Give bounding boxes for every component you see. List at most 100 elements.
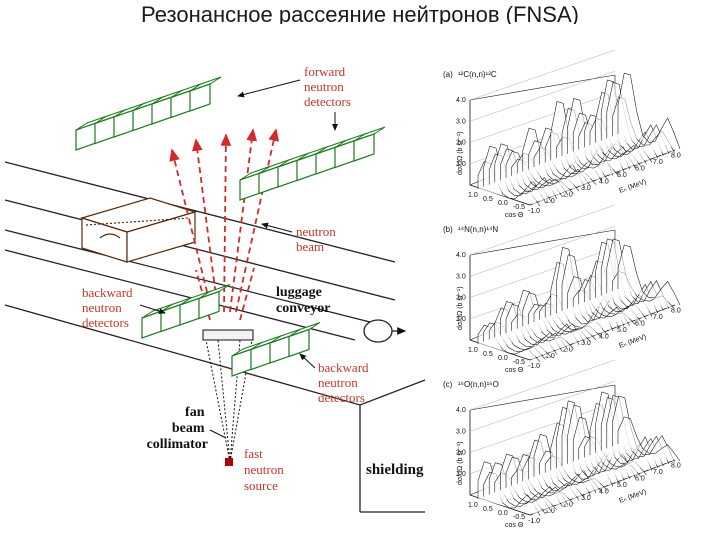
cos-tick-label: 0.5	[483, 351, 493, 358]
x-axis-label: cos Θ	[505, 367, 524, 374]
energy-tick-label: 8.0	[671, 463, 681, 470]
energy-tick-label: 8.0	[671, 153, 681, 160]
forward-detector-row-upper	[75, 76, 222, 151]
cos-tick-label: 0.0	[498, 510, 508, 517]
label-fast-neutron-source: fast neutron source	[244, 446, 287, 493]
label-luggage-conveyor: luggage conveyor	[276, 285, 330, 316]
plot-panel: (b) ¹⁴N(n,n)¹⁴N 1.0 2.0 3.0 4.0 dσ/dΩ (b sr⁻¹)…	[443, 204, 681, 374]
energy-tick-label: 4.0	[599, 489, 609, 496]
energy-tick-label: 3.0	[581, 185, 591, 192]
label-pointers	[139, 79, 338, 439]
cross-section-trace	[516, 289, 580, 346]
energy-tick-label: 8.0	[671, 308, 681, 315]
surface-traces	[477, 72, 681, 207]
backward-detector-row-left	[141, 284, 231, 339]
forward-detector-row-lower	[239, 126, 386, 201]
cos-tick-label: 1.0	[468, 192, 478, 199]
plot-reaction-label: ¹²C(n,n)¹²C	[458, 70, 497, 79]
cos-tick-label: -0.5	[513, 359, 525, 366]
z-tick-label: 2.0	[456, 140, 466, 147]
plot-panel-label: (a)	[443, 70, 453, 79]
floor-platform	[4, 161, 426, 513]
energy-tick-label: 5.0	[617, 482, 627, 489]
plot-panel-label: (c)	[443, 380, 453, 389]
energy-tick-label: 6.0	[635, 476, 645, 483]
cos-tick-label: -1.0	[528, 363, 540, 370]
detector-arrays	[75, 76, 386, 377]
z-tick-label: 2.0	[456, 295, 466, 302]
y-axis-label: Eₙ (MeV)	[618, 334, 647, 350]
cross-section-trace	[533, 434, 597, 494]
energy-tick-label: 7.0	[653, 314, 663, 321]
neutron-source	[225, 458, 233, 466]
cross-section-trace	[617, 244, 681, 306]
z-tick-label: 3.0	[456, 118, 466, 125]
detector-cube	[198, 290, 220, 320]
cos-tick-label: -1.0	[528, 518, 540, 525]
x-axis-label: cos Θ	[505, 522, 524, 529]
cross-section-trace	[494, 143, 558, 199]
energy-tick-label: 6.0	[635, 321, 645, 328]
plot-reaction-label: ¹⁶O(n,n)¹⁶O	[458, 380, 499, 389]
z-tick-label: 3.0	[456, 273, 466, 280]
detector-cube	[141, 310, 163, 339]
detector-cube	[75, 122, 97, 151]
energy-tick-label: 5.0	[617, 327, 627, 334]
cos-tick-label: -0.5	[513, 204, 525, 211]
cos-tick-label: -1.0	[528, 208, 540, 215]
z-axis-label: dσ/dΩ (b sr⁻¹)	[457, 286, 464, 330]
label-fan-beam-collimator: fan beam collimator	[147, 405, 208, 452]
label-backward-detectors-right: backward neutron detectors	[318, 360, 372, 405]
energy-tick-label: 3.0	[581, 340, 591, 347]
slide-title: Резонансное рассеяние нейтронов (FNSA)	[141, 2, 579, 24]
z-axis-label: dσ/dΩ (b sr⁻¹)	[457, 441, 464, 485]
detector-cube	[189, 83, 211, 112]
label-backward-detectors-left: backward neutron detectors	[82, 285, 136, 330]
neutron-beam-lines	[169, 128, 279, 321]
detector-cube	[231, 348, 253, 377]
cos-tick-label: 0.5	[483, 196, 493, 203]
energy-tick-label: 4.0	[599, 179, 609, 186]
energy-tick-label: 2.0	[563, 502, 573, 509]
cross-section-trace	[617, 416, 681, 462]
z-tick-label: 3.0	[456, 428, 466, 435]
detector-cube	[288, 328, 310, 358]
backward-detector-row-right	[231, 322, 321, 377]
cross-section-trace	[483, 145, 546, 204]
z-tick-label: 1.0	[456, 161, 466, 168]
energy-tick-label: 3.0	[581, 495, 591, 502]
energy-tick-label: 7.0	[653, 159, 663, 166]
z-tick-label: 4.0	[456, 252, 466, 259]
z-tick-label: 4.0	[456, 407, 466, 414]
energy-tick-label: 1.0	[545, 508, 555, 515]
energy-tick-label: 7.0	[653, 469, 663, 476]
y-axis-label: Eₙ (MeV)	[618, 179, 647, 195]
z-tick-label: 1.0	[456, 316, 466, 323]
z-tick-label: 4.0	[456, 97, 466, 104]
luggage-case	[79, 197, 198, 263]
cos-tick-label: 1.0	[468, 347, 478, 354]
cos-tick-label: 0.0	[498, 355, 508, 362]
cross-section-trace	[617, 72, 681, 149]
energy-tick-label: 5.0	[617, 172, 627, 179]
energy-tick-label: 1.0	[545, 198, 555, 205]
cos-tick-label: 0.5	[483, 506, 493, 513]
detector-cube	[353, 133, 375, 162]
x-axis-label: cos Θ	[505, 212, 524, 219]
label-neutron-beam: neutron beam	[296, 224, 339, 254]
cos-tick-label: 0.0	[498, 200, 508, 207]
plot-reaction-label: ¹⁴N(n,n)¹⁴N	[458, 225, 498, 234]
y-axis-label: Eₙ (MeV)	[618, 489, 647, 505]
detector-cube	[239, 172, 261, 201]
cos-tick-label: 1.0	[468, 502, 478, 509]
cross-section-trace	[477, 461, 541, 516]
z-tick-label: 1.0	[456, 471, 466, 478]
label-shielding: shielding	[366, 462, 424, 478]
z-axis-label: dσ/dΩ (b sr⁻¹)	[457, 131, 464, 175]
energy-tick-label: 6.0	[635, 166, 645, 173]
cos-tick-label: -0.5	[513, 514, 525, 521]
z-tick-label: 2.0	[456, 450, 466, 457]
plot-panel-label: (b)	[443, 225, 453, 234]
label-forward-detectors: forward neutron detectors	[304, 64, 351, 109]
